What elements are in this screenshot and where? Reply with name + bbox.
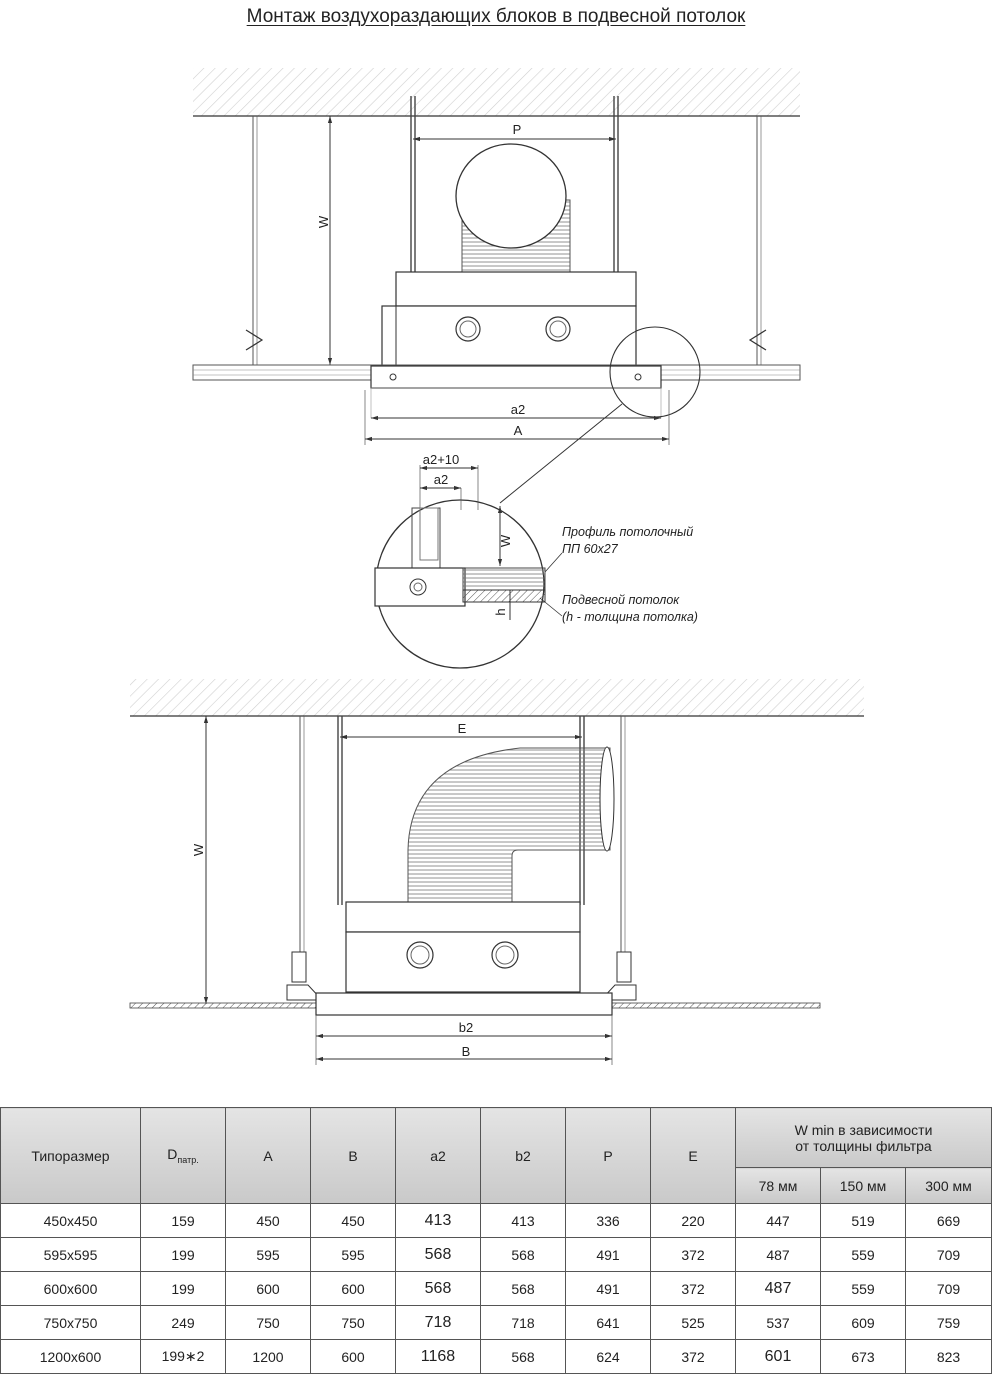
page-title: Монтаж воздухораздающих блоков в подвесн… [246, 6, 746, 27]
header-b2: b2 [480, 1107, 566, 1204]
diagram-top: W P a2 A [192, 68, 801, 504]
note-profile-1: Профиль потолочный [562, 525, 693, 539]
plenum-body [381, 305, 637, 367]
label-b2: b2 [459, 1020, 473, 1035]
label-a2-plus-10: a2+10 [423, 452, 460, 467]
header-e: E [650, 1107, 736, 1204]
label-w-top: W [316, 215, 331, 228]
table-row: 595х595 199 595 595 568 568 491 372 487 … [0, 1237, 992, 1272]
plenum-top [395, 271, 637, 307]
detail-view: a2+10 a2 W h Профиль потолочный ПП 60х27… [374, 452, 698, 669]
header-size: Типоразмер [0, 1107, 141, 1204]
header-d: Dпатр. [140, 1107, 226, 1204]
header-p: P [565, 1107, 651, 1204]
dimensions-table: Типоразмер Dпатр. A B a2 b2 P E W min в … [0, 1107, 992, 1374]
table-row: 600х600 199 600 600 568 568 491 372 487 … [0, 1271, 992, 1306]
installation-drawing: W P a2 A [129, 68, 864, 1065]
plenum-body-2 [345, 931, 581, 993]
table-row: 450х450 159 450 450 413 413 336 220 447 … [0, 1203, 992, 1238]
note-ceiling-2: (h - толщина потолка) [562, 610, 698, 624]
label-p: P [513, 122, 522, 137]
label-b: B [462, 1044, 471, 1059]
note-ceiling-1: Подвесной потолок [562, 593, 680, 607]
concrete-slab [193, 68, 800, 116]
header-filter-300: 300 мм [904, 1167, 992, 1204]
table-row: 1200х600 199∗2 1200 600 1168 568 624 372… [0, 1339, 992, 1374]
label-h: h [493, 608, 508, 615]
plenum-top-2 [345, 901, 581, 933]
label-w-bottom: W [191, 843, 206, 856]
label-a: A [514, 423, 523, 438]
note-profile-2: ПП 60х27 [562, 542, 619, 556]
diffuser-frame [370, 365, 662, 389]
header-a2: a2 [395, 1107, 481, 1204]
label-a2-detail: a2 [434, 472, 448, 487]
table-row: 750х750 249 750 750 718 718 641 525 537 … [0, 1305, 992, 1340]
header-filter-78: 78 мм [735, 1167, 821, 1204]
label-w-detail: W [498, 534, 513, 547]
duct-elbow [407, 747, 611, 906]
diffuser-frame-2 [315, 992, 613, 1016]
header-filter-150: 150 мм [820, 1167, 906, 1204]
concrete-slab-2 [130, 679, 864, 716]
header-a: A [225, 1107, 311, 1204]
header-b: B [310, 1107, 396, 1204]
diagram-bottom: W E b2 B [129, 679, 864, 1065]
label-e: E [458, 721, 467, 736]
duct-opening [455, 143, 567, 249]
label-a2: a2 [511, 402, 525, 417]
